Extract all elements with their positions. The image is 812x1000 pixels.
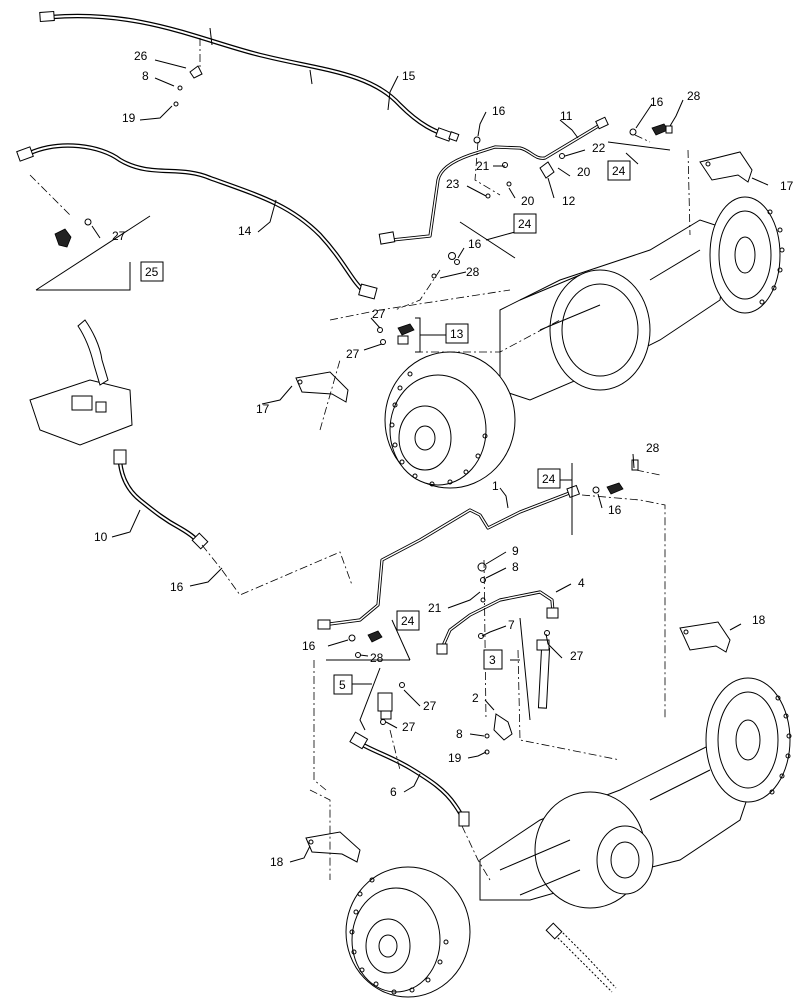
boxed-callout-3: 3 [483,649,503,670]
callout-19: 19 [448,751,462,765]
callout-27: 27 [112,229,126,243]
callout-23: 23 [446,177,460,191]
callout-22: 22 [592,141,606,155]
phantom-lines [29,38,691,881]
callout-27: 27 [372,307,386,321]
callout-17: 17 [256,402,270,416]
callout-21: 21 [476,159,490,173]
callout-10: 10 [94,530,108,544]
tube-1 [317,484,581,630]
hose-15 [39,10,460,142]
boxed-callout-24: 24 [513,213,537,234]
callout-20: 20 [577,165,591,179]
callout-6: 6 [390,785,397,799]
callout-16: 16 [650,95,664,109]
bracket-17-lower [295,371,349,403]
svg-text:24: 24 [518,217,532,231]
bracket-18-upper [679,621,731,653]
callout-16: 16 [608,503,622,517]
callout-8: 8 [142,69,149,83]
callout-4: 4 [578,576,585,590]
boxed-callouts: 24 24 25 13 24 24 3 5 [140,160,631,695]
leader-lines [91,59,769,863]
boxed-callout-24: 24 [607,160,631,181]
callout-16: 16 [492,104,506,118]
callout-16: 16 [302,639,316,653]
callout-labels: 15 26 8 19 16 11 16 28 22 21 20 23 20 12… [94,49,794,869]
callout-16: 16 [468,237,482,251]
callout-27: 27 [570,649,584,663]
svg-text:24: 24 [612,164,626,178]
svg-text:13: 13 [450,327,464,341]
callout-16: 16 [170,580,184,594]
callout-18: 18 [752,613,766,627]
tube-11 [378,116,609,245]
fittings-upper [54,65,673,279]
hose-10 [113,449,209,550]
boxed-callout-24: 24 [396,610,420,631]
callout-14: 14 [238,224,252,238]
svg-text:3: 3 [489,653,496,667]
callout-1: 1 [492,479,499,493]
tube-4 [436,590,559,655]
upper-axle [384,196,785,489]
svg-text:5: 5 [339,678,346,692]
callout-11: 11 [560,109,573,123]
callout-9: 9 [512,544,519,558]
boxed-callout-5: 5 [333,674,353,695]
callout-18: 18 [270,855,284,869]
callout-7: 7 [508,618,515,632]
callout-27: 27 [402,720,416,734]
callout-20: 20 [521,194,535,208]
fittings-lower [348,459,639,755]
assembly-brackets [35,141,671,731]
valve-assembly [29,319,133,446]
callout-28: 28 [646,441,660,455]
callout-2: 2 [472,691,479,705]
svg-text:25: 25 [145,265,159,279]
bracket-17-upper [699,151,753,183]
boxed-callout-25: 25 [140,261,164,282]
callout-19: 19 [122,111,136,125]
bracket-18-lower [305,831,361,863]
callout-28: 28 [370,651,384,665]
callout-28: 28 [687,89,701,103]
lower-axle [345,677,792,998]
callout-27: 27 [423,699,437,713]
svg-text:24: 24 [542,472,556,486]
boxed-callout-24: 24 [537,468,561,489]
boxed-callout-13: 13 [445,323,469,344]
callout-8: 8 [456,727,463,741]
callout-28: 28 [466,265,480,279]
callout-12: 12 [562,194,576,208]
callout-15: 15 [402,69,416,83]
svg-text:24: 24 [401,614,415,628]
callout-17: 17 [780,179,794,193]
callout-8: 8 [512,560,519,574]
callout-27: 27 [346,347,360,361]
hose-6 [349,731,470,827]
hose-14 [16,143,378,300]
fittings-13 [377,323,415,345]
callout-26: 26 [134,49,148,63]
callout-21: 21 [428,601,442,615]
